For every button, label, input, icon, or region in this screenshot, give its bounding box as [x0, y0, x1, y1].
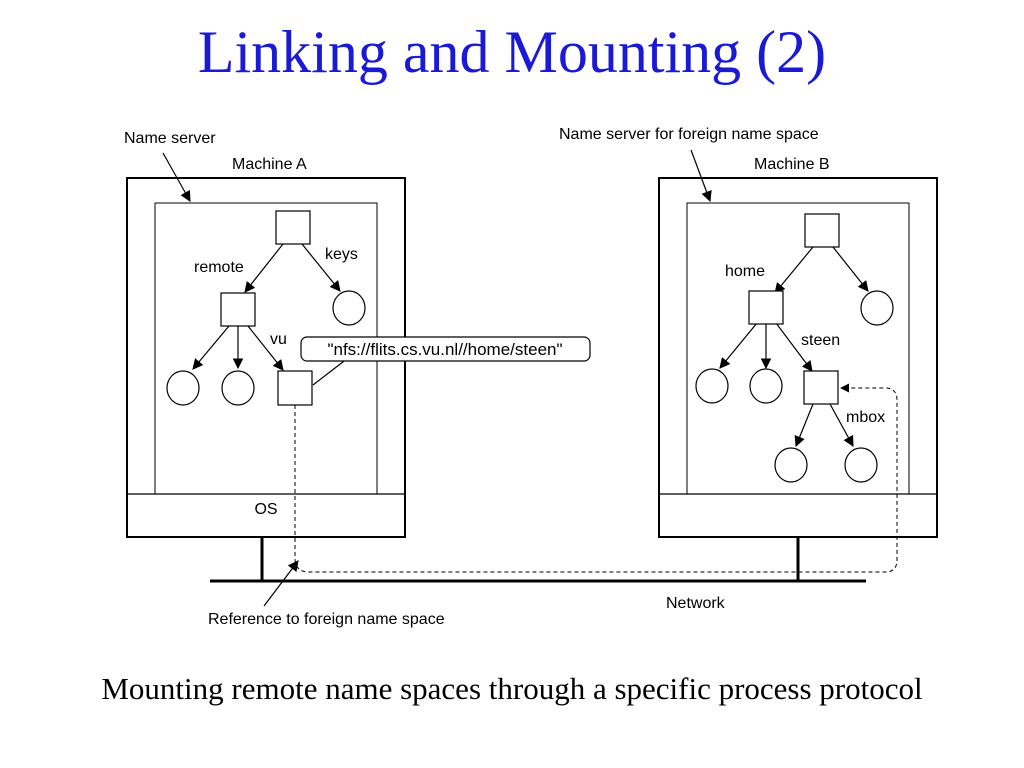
name-server-pointer: [162, 152, 191, 202]
dir-node-root-b: [804, 213, 840, 248]
edge-mbox-label: mbox: [846, 409, 885, 426]
slide-caption: Mounting remote name spaces through a sp…: [101, 671, 923, 706]
file-node-b2: [749, 368, 783, 404]
file-node-b1: [695, 368, 729, 404]
edge-steen-label: steen: [801, 332, 840, 349]
mount-string-box: [300, 336, 591, 362]
mount-string-connector: [312, 357, 349, 386]
machine-a-label: Machine A: [232, 156, 307, 173]
name-server-label: Name server: [124, 130, 216, 147]
edge-b-root-right: [832, 246, 869, 292]
reference-pointer: [263, 560, 299, 607]
edge-remote: [244, 243, 284, 293]
edge-home: [774, 246, 814, 294]
edge-vu-label: vu: [270, 331, 287, 348]
network-label: Network: [666, 595, 726, 612]
machine-a-os-label: OS: [254, 501, 277, 518]
dir-node-steen: [803, 370, 839, 405]
file-node-b4: [844, 447, 878, 483]
edge-a-left: [192, 325, 230, 370]
dir-node-root-a: [275, 210, 311, 245]
file-node-a2: [221, 370, 255, 406]
edge-keys-label: keys: [325, 246, 358, 263]
edge-steen: [775, 322, 813, 372]
edge-remote-label: remote: [194, 259, 244, 276]
file-node-b3: [774, 447, 808, 483]
file-node-b-right: [860, 290, 894, 326]
edge-b-left: [719, 322, 758, 369]
reference-label: Reference to foreign name space: [208, 611, 445, 628]
file-node-keys: [332, 290, 366, 326]
slide-title: Linking and Mounting (2): [197, 19, 827, 85]
dir-node-remote: [220, 292, 256, 327]
dir-node-home: [748, 290, 784, 325]
edge-vu: [247, 325, 284, 371]
mount-string: "nfs://flits.cs.vu.nl//home/steen": [327, 340, 562, 359]
edge-mbox-left: [794, 403, 814, 448]
machine-b-label: Machine B: [754, 156, 830, 173]
file-node-a1: [166, 370, 200, 406]
mount-point-node: [277, 370, 313, 406]
machine-b-box: [658, 177, 938, 538]
edge-home-label: home: [725, 263, 765, 280]
edge-keys: [301, 243, 341, 292]
foreign-name-server-label: Name server for foreign name space: [559, 126, 819, 143]
edge-mbox-right: [829, 403, 854, 447]
machine-b-name-server-box: [686, 202, 910, 495]
foreign-name-server-pointer: [690, 149, 712, 203]
